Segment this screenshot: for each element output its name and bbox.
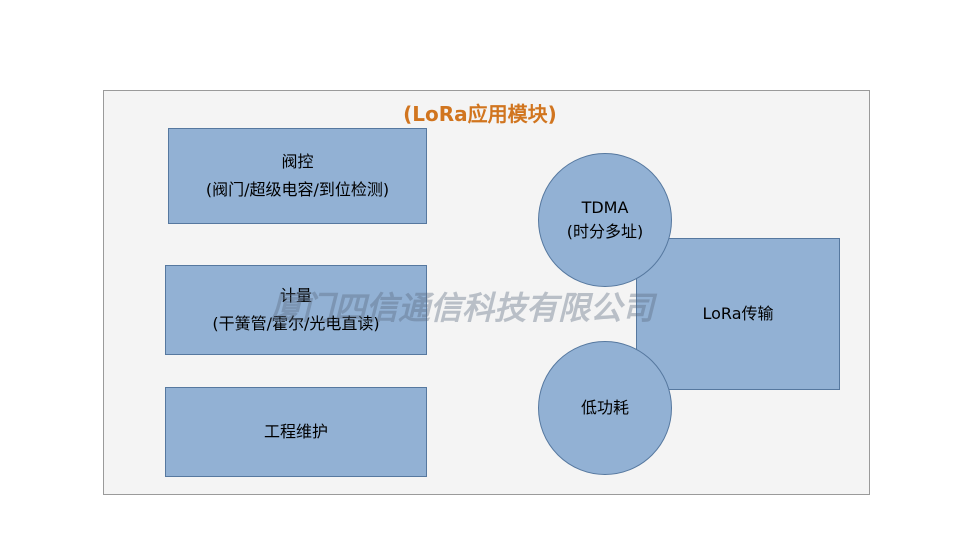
- metering-module: 计量 (干簧管/霍尔/光电直读): [165, 265, 427, 355]
- metering-title: 计量: [279, 286, 312, 305]
- lora-transmission-box: LoRa传输: [636, 238, 840, 390]
- maintenance-module: 工程维护: [165, 387, 427, 477]
- low-power-label: 低功耗: [580, 398, 629, 417]
- metering-detail: (干簧管/霍尔/光电直读): [212, 314, 380, 333]
- tdma-detail: (时分多址): [566, 222, 644, 241]
- low-power-circle: 低功耗: [538, 341, 672, 475]
- tdma-circle: TDMA (时分多址): [538, 153, 672, 287]
- tdma-title: TDMA: [581, 198, 629, 217]
- valve-control-module: 阀控 (阀门/超级电容/到位检测): [168, 128, 427, 224]
- maintenance-title: 工程维护: [263, 422, 328, 441]
- valve-control-title: 阀控: [281, 152, 314, 171]
- diagram-title: (LoRa应用模块): [403, 102, 557, 126]
- lora-transmission-label: LoRa传输: [702, 304, 774, 323]
- valve-control-detail: (阀门/超级电容/到位检测): [205, 180, 390, 199]
